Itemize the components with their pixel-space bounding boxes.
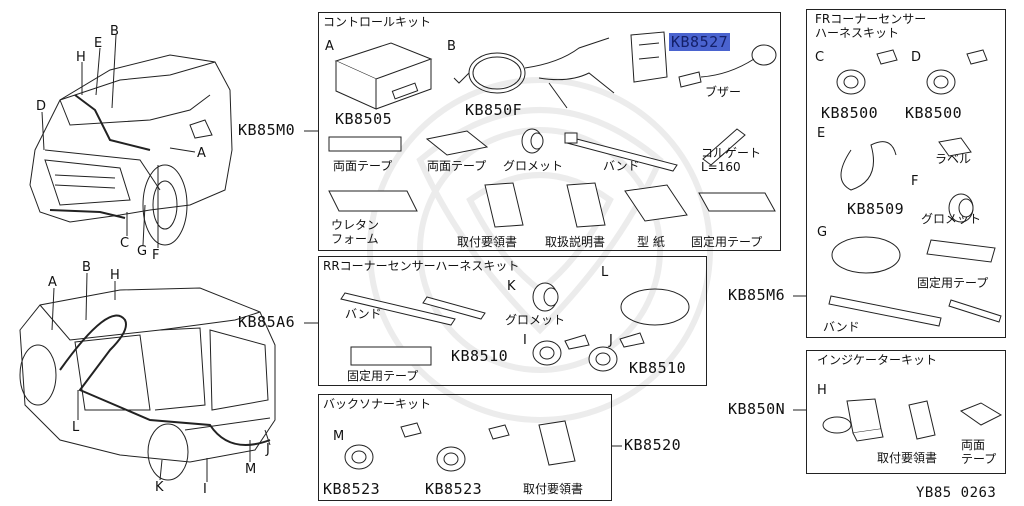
fr-letter-g: G xyxy=(817,225,828,240)
rr-band: バンド xyxy=(345,307,382,321)
fr-letter-e: E xyxy=(817,126,826,141)
car-letter-c: C xyxy=(120,236,130,251)
car-letter-j-rear: J xyxy=(266,442,270,457)
control-tape-2: 両面テープ xyxy=(427,159,487,173)
indicator-manual: 取付要領書 xyxy=(877,451,938,465)
back-kit-title: バックソナーキット xyxy=(323,397,432,411)
indicator-tape-1: 両面 xyxy=(961,438,986,452)
fr-kit-title-2: ハーネスキット xyxy=(815,26,900,40)
control-urethane-2: フォーム xyxy=(331,232,379,246)
indicator-kit-title: インジケーターキット xyxy=(817,353,938,367)
kit-code-rr: KB85A6 xyxy=(238,313,296,331)
fr-band: バンド xyxy=(823,320,860,334)
control-kit-title: コントロールキット xyxy=(323,15,432,29)
car-letter-l-rear: L xyxy=(72,420,80,435)
small-parts-illustrations xyxy=(328,128,746,172)
control-template: 型 紙 xyxy=(637,235,665,249)
kit-code-control: KB85M0 xyxy=(238,121,296,139)
rr-grommet: グロメット xyxy=(505,313,566,327)
car-letter-h: H xyxy=(76,50,86,65)
fr-grommet: グロメット xyxy=(921,212,982,226)
rr-parts-illustration xyxy=(340,282,690,372)
back-code-1: KB8523 xyxy=(323,480,381,498)
rr-kit-title: RRコーナーセンサーハーネスキット xyxy=(323,259,520,273)
fr-code-c: KB8500 xyxy=(821,104,879,122)
kit-code-back: KB8520 xyxy=(624,436,682,454)
back-manual: 取付要領書 xyxy=(523,482,584,496)
car-letter-e: E xyxy=(94,36,103,51)
back-code-2: KB8523 xyxy=(425,480,483,498)
control-kit-box: コントロールキット A KB8505 B KB850F KB8527 ブザー 両… xyxy=(318,12,781,251)
car-letter-f: F xyxy=(152,248,160,263)
control-item-b-code: KB850F xyxy=(465,101,523,119)
car-letter-m-rear: M xyxy=(245,462,257,477)
control-unit-illustration xyxy=(334,42,433,110)
highlighted-part-number: KB8527 xyxy=(669,33,731,51)
control-grommet: グロメット xyxy=(503,159,564,173)
kit-code-indicator: KB850N xyxy=(728,400,786,418)
control-band: バンド xyxy=(603,159,640,173)
control-urethane-1: ウレタン xyxy=(331,218,380,232)
kit-code-fr: KB85M6 xyxy=(728,286,786,304)
rr-corner-kit-box: RRコーナーセンサーハーネスキット バンド K グロメット L 固定用テープ I… xyxy=(318,256,707,386)
control-item-c-code: KB8527 xyxy=(669,33,731,51)
documents-illustrations xyxy=(328,182,776,228)
fr-fix-tape: 固定用テープ xyxy=(917,276,989,290)
figure-id: YB85 0263 xyxy=(916,485,997,501)
fr-code-d: KB8500 xyxy=(905,104,963,122)
indicator-letter-h: H xyxy=(817,383,827,398)
control-manual-install: 取付要領書 xyxy=(457,235,518,249)
car-letter-d: D xyxy=(36,99,47,114)
indicator-tape-2: テープ xyxy=(961,452,997,466)
rr-letter-j: J xyxy=(609,333,613,348)
control-corrugate-length: L=160 xyxy=(701,160,741,174)
car-letter-g: G xyxy=(137,244,148,259)
buzzer-bracket-illustration xyxy=(630,31,777,88)
fr-kit-title-1: FRコーナーセンサー xyxy=(815,12,927,26)
indicator-kit-box: インジケーターキット H 取付要領書 両面 テープ xyxy=(806,350,1006,474)
fr-letter-c: C xyxy=(815,50,825,65)
control-item-b-letter: B xyxy=(447,39,456,54)
car-letter-b: B xyxy=(110,24,119,39)
control-corrugate: コルゲート xyxy=(701,146,762,160)
back-parts-illustration xyxy=(344,420,576,472)
back-sonar-kit-box: バックソナーキット M KB8523 KB8523 取付要領書 xyxy=(318,394,612,501)
indicator-parts-illustration xyxy=(822,398,1003,442)
control-tape-1: 両面テープ xyxy=(333,159,393,173)
fr-parts-illustration xyxy=(828,49,1002,327)
control-item-a-letter: A xyxy=(325,39,334,54)
control-manual-handling: 取扱説明書 xyxy=(545,235,606,249)
wire-harness-illustration xyxy=(453,37,615,109)
buzzer-label: ブザー xyxy=(705,85,742,99)
control-fix-tape: 固定用テープ xyxy=(691,235,763,249)
back-letter-m: M xyxy=(333,429,345,444)
rr-code-j: KB8510 xyxy=(629,359,687,377)
car-letter-i-rear: I xyxy=(203,482,207,497)
car-letter-a-rear: A xyxy=(48,275,57,290)
rr-fix-tape: 固定用テープ xyxy=(347,369,419,383)
fr-code-e: KB8509 xyxy=(847,200,905,218)
rr-letter-l: L xyxy=(601,265,609,280)
fr-letter-d: D xyxy=(911,50,922,65)
rr-letter-i: I xyxy=(523,333,527,348)
front-car-drawing xyxy=(29,54,233,246)
fr-letter-f: F xyxy=(911,174,919,189)
control-item-a-code: KB8505 xyxy=(335,110,393,128)
car-letter-b-rear: B xyxy=(82,260,91,275)
rear-car-drawing xyxy=(19,287,276,481)
rr-letter-k: K xyxy=(507,279,516,294)
fr-corner-kit-box: FRコーナーセンサー ハーネスキット C D KB8500 KB8500 E ラ… xyxy=(806,9,1006,338)
fr-label: ラベル xyxy=(935,152,972,166)
car-letter-a: A xyxy=(197,146,206,161)
car-letter-k-rear: K xyxy=(155,480,164,495)
car-letter-h-rear: H xyxy=(110,268,120,283)
rr-code-i: KB8510 xyxy=(451,347,509,365)
